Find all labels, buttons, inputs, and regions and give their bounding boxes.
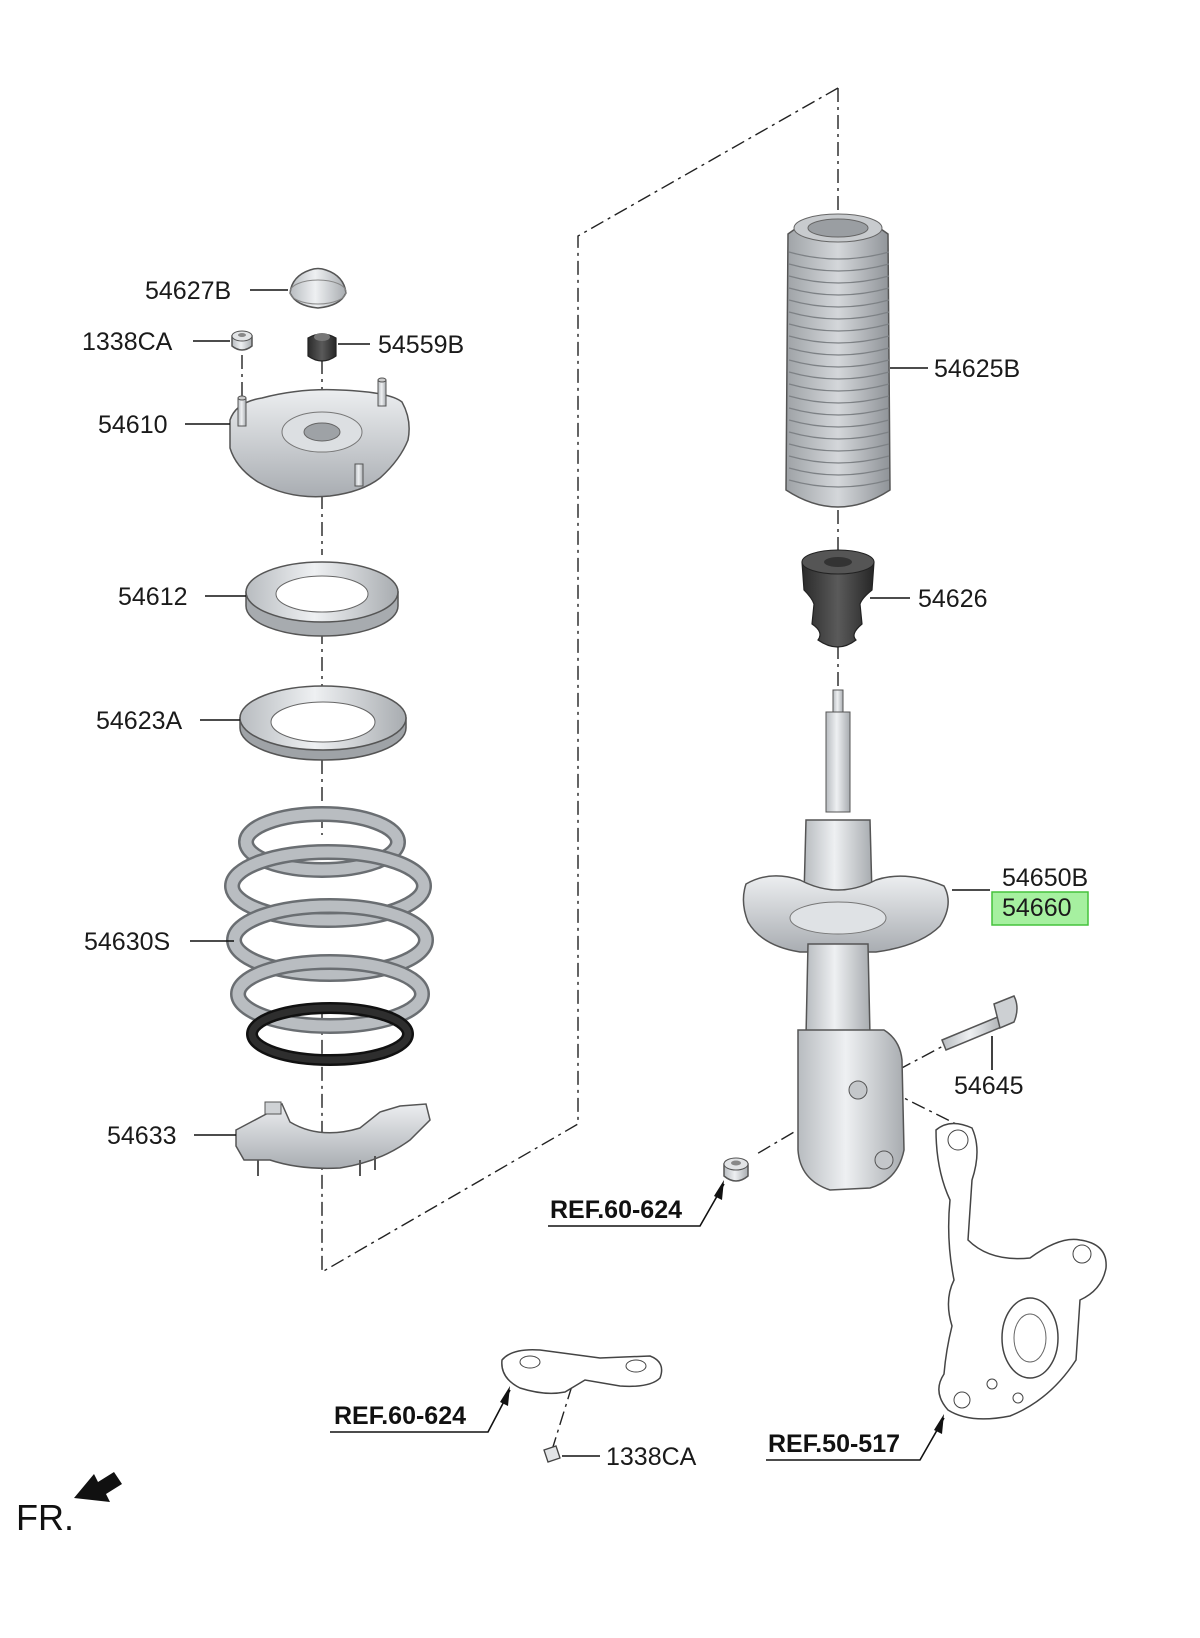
- label-54630S: 54630S: [84, 928, 170, 956]
- boot-rib: [788, 383, 890, 392]
- boot-rib: [788, 251, 890, 260]
- boot-rib: [788, 419, 890, 428]
- front-direction-label: FR.: [16, 1497, 74, 1538]
- part-54610-strut-mount: [229, 377, 410, 498]
- ref-label-50-517[interactable]: REF.50-517: [768, 1430, 900, 1458]
- label-54559B: 54559B: [378, 331, 464, 359]
- part-54623A-spring-pad: [239, 685, 407, 761]
- boot-rib: [788, 299, 890, 308]
- boot-rib: [788, 275, 890, 284]
- boot-rib: [788, 407, 890, 416]
- label-54610: 54610: [98, 411, 168, 439]
- boot-rib: [788, 359, 890, 368]
- boot-rib: [788, 371, 890, 380]
- label-1338CA-bottom: 1338CA: [606, 1443, 697, 1471]
- boot-rib: [788, 479, 890, 488]
- part-54645-bolt: [941, 995, 1018, 1051]
- label-54625B: 54625B: [934, 355, 1020, 383]
- part-54559B-lock-nut: [307, 333, 337, 362]
- boot-rib: [788, 443, 890, 452]
- part-54630S-coil-spring: [224, 806, 434, 1066]
- label-1338CA-top: 1338CA: [82, 328, 173, 356]
- boot-rib: [788, 287, 890, 296]
- boot-rib: [788, 395, 890, 404]
- ref-60-624-nut: [723, 1157, 749, 1182]
- boot-rib: [788, 455, 890, 464]
- boot-rib: [788, 323, 890, 332]
- label-54627B: 54627B: [145, 277, 231, 305]
- label-54612: 54612: [118, 583, 188, 611]
- boot-rib: [788, 311, 890, 320]
- part-1338CA-flange-nut-top: [231, 330, 253, 351]
- boot-rib: [788, 467, 890, 476]
- leader-lines: [185, 289, 993, 1461]
- part-54627B-cap: [289, 267, 347, 309]
- label-54650B: 54650B: [1002, 864, 1088, 892]
- ref-50-517-steering-knuckle: [935, 1122, 1107, 1420]
- assembly-guide-lines: [241, 87, 959, 1451]
- part-54625B-dust-boot: [785, 213, 891, 508]
- label-54660[interactable]: 54660: [1002, 894, 1072, 922]
- label-54633: 54633: [107, 1122, 177, 1150]
- boot-rib: [788, 335, 890, 344]
- boot-rib: [788, 431, 890, 440]
- part-54612-bearing: [245, 561, 399, 637]
- highlight-box-54660: [991, 891, 1089, 926]
- label-54626: 54626: [918, 585, 988, 613]
- label-54645: 54645: [954, 1072, 1024, 1100]
- part-54626-bump-stopper: [801, 549, 875, 648]
- front-direction-arrow-icon: [74, 1472, 122, 1502]
- ref-60-624-bracket: [501, 1348, 663, 1395]
- boot-rib: [788, 263, 890, 272]
- ref-label-60-624-upper[interactable]: REF.60-624: [550, 1196, 682, 1224]
- label-54623A: 54623A: [96, 707, 183, 735]
- part-1338CA-flange-nut-bottom: [543, 1445, 561, 1463]
- part-54650B-strut-assembly: [742, 689, 949, 1191]
- boot-ribs: [788, 251, 890, 488]
- ref-label-60-624-lower[interactable]: REF.60-624: [334, 1402, 466, 1430]
- boot-rib: [788, 347, 890, 356]
- part-54633-lower-spring-seat: [235, 1101, 431, 1176]
